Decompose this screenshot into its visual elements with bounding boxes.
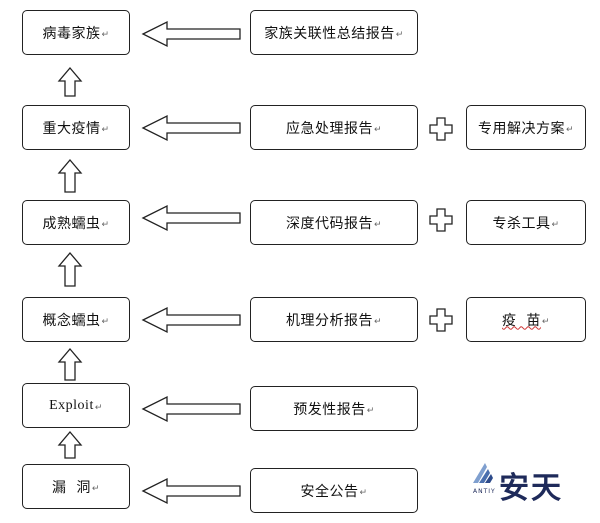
return-mark: ↵	[565, 124, 575, 135]
box-concept-worm: 概念蠕虫↵	[22, 297, 130, 342]
return-mark: ↵	[91, 483, 100, 494]
up-arrow-icon	[57, 347, 83, 381]
up-arrow-icon	[57, 430, 83, 459]
box-mature-worm: 成熟蠕虫↵	[22, 200, 130, 245]
box-label: 应急处理报告	[285, 120, 373, 137]
return-mark: ↵	[373, 316, 383, 327]
box-vulnerability: 漏 洞↵	[22, 464, 130, 509]
box-label: 家族关联性总结报告	[264, 25, 395, 42]
box-indepth-report: 深度代码报告↵	[250, 200, 418, 245]
logo-subtext: ANTIY	[473, 488, 496, 495]
box-label: 专用解决方案	[477, 120, 565, 137]
logo-text: 安天	[499, 471, 563, 506]
box-family-report: 家族关联性总结报告↵	[250, 10, 418, 55]
return-mark: ↵	[551, 219, 560, 230]
plus-icon	[429, 117, 453, 141]
box-label: 成熟蠕虫	[42, 215, 101, 232]
left-arrow-icon	[141, 395, 241, 423]
plus-icon	[429, 208, 453, 232]
box-label: 病毒家族	[42, 25, 101, 42]
left-arrow-icon	[141, 477, 241, 505]
return-mark: ↵	[101, 124, 110, 135]
return-mark: ↵	[359, 487, 368, 498]
return-mark: ↵	[541, 316, 550, 327]
up-arrow-icon	[57, 251, 83, 287]
box-label: 漏 洞	[52, 479, 91, 496]
box-major-outbreak: 重大疫情↵	[22, 105, 130, 150]
return-mark: ↵	[373, 219, 383, 230]
left-arrow-icon	[141, 204, 241, 232]
box-label: 概念蠕虫	[42, 312, 101, 329]
return-mark: ↵	[94, 402, 103, 412]
up-arrow-icon	[57, 158, 83, 193]
box-security-bulletin: 安全公告↵	[250, 468, 418, 513]
box-warning-report: 预发性报告↵	[250, 386, 418, 431]
box-emergency-report: 应急处理报告↵	[250, 105, 418, 150]
left-arrow-icon	[141, 20, 241, 48]
plus-icon	[429, 308, 453, 332]
box-removal-tool: 专杀工具↵	[466, 200, 586, 245]
box-label: 重大疫情	[42, 120, 101, 137]
return-mark: ↵	[373, 124, 383, 135]
box-label: 预发性报告	[293, 401, 366, 418]
box-label: 深度代码报告	[285, 215, 373, 232]
box-label: 疫 苗	[502, 312, 541, 329]
left-arrow-icon	[141, 306, 241, 334]
left-arrow-icon	[141, 114, 241, 142]
return-mark: ↵	[366, 405, 375, 416]
return-mark: ↵	[395, 29, 404, 40]
return-mark: ↵	[101, 316, 110, 327]
box-label: 专杀工具	[492, 215, 551, 232]
return-mark: ↵	[101, 29, 110, 40]
box-label: 机理分析报告	[285, 312, 373, 329]
box-vaccine: 疫 苗↵	[466, 297, 586, 342]
box-exploit: Exploit↵	[22, 383, 130, 428]
box-virus-family: 病毒家族↵	[22, 10, 130, 55]
return-mark: ↵	[101, 219, 110, 230]
box-mechanism-report: 机理分析报告↵	[250, 297, 418, 342]
antiy-logo-icon	[473, 463, 493, 483]
box-label: 安全公告	[300, 483, 359, 500]
box-dedicated-solution: 专用解决方案↵	[466, 105, 586, 150]
up-arrow-icon	[57, 66, 83, 97]
box-label: Exploit	[49, 397, 94, 413]
